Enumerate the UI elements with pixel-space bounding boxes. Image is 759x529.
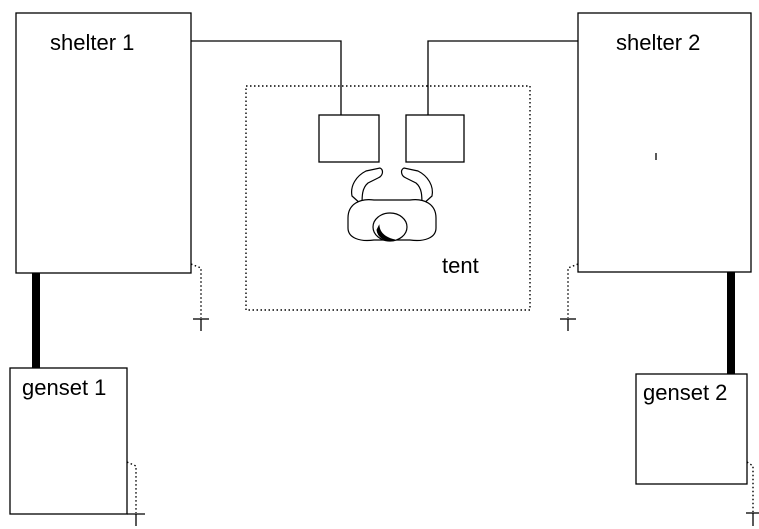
shelter-2-label: shelter 2 (616, 30, 700, 55)
genset-1 (9, 367, 128, 515)
tent-label: tent (442, 253, 479, 278)
console-1 (318, 114, 380, 163)
genset-2-label: genset 2 (643, 380, 727, 405)
signal-cable-2 (427, 40, 578, 115)
console-2 (405, 114, 465, 163)
tent-boundary (245, 85, 531, 311)
shelter-2 (577, 12, 752, 273)
ground-shelter-2 (560, 263, 579, 331)
operator-figure (347, 167, 437, 242)
ground-shelter-1 (190, 263, 209, 331)
genset-1-label: genset 1 (22, 375, 106, 400)
ground-genset-2 (746, 461, 759, 526)
shelter-1 (15, 12, 192, 274)
ground-genset-1 (126, 461, 145, 526)
genset-2 (635, 373, 748, 485)
signal-cable-1 (191, 40, 342, 115)
shelter-1-label: shelter 1 (50, 30, 134, 55)
